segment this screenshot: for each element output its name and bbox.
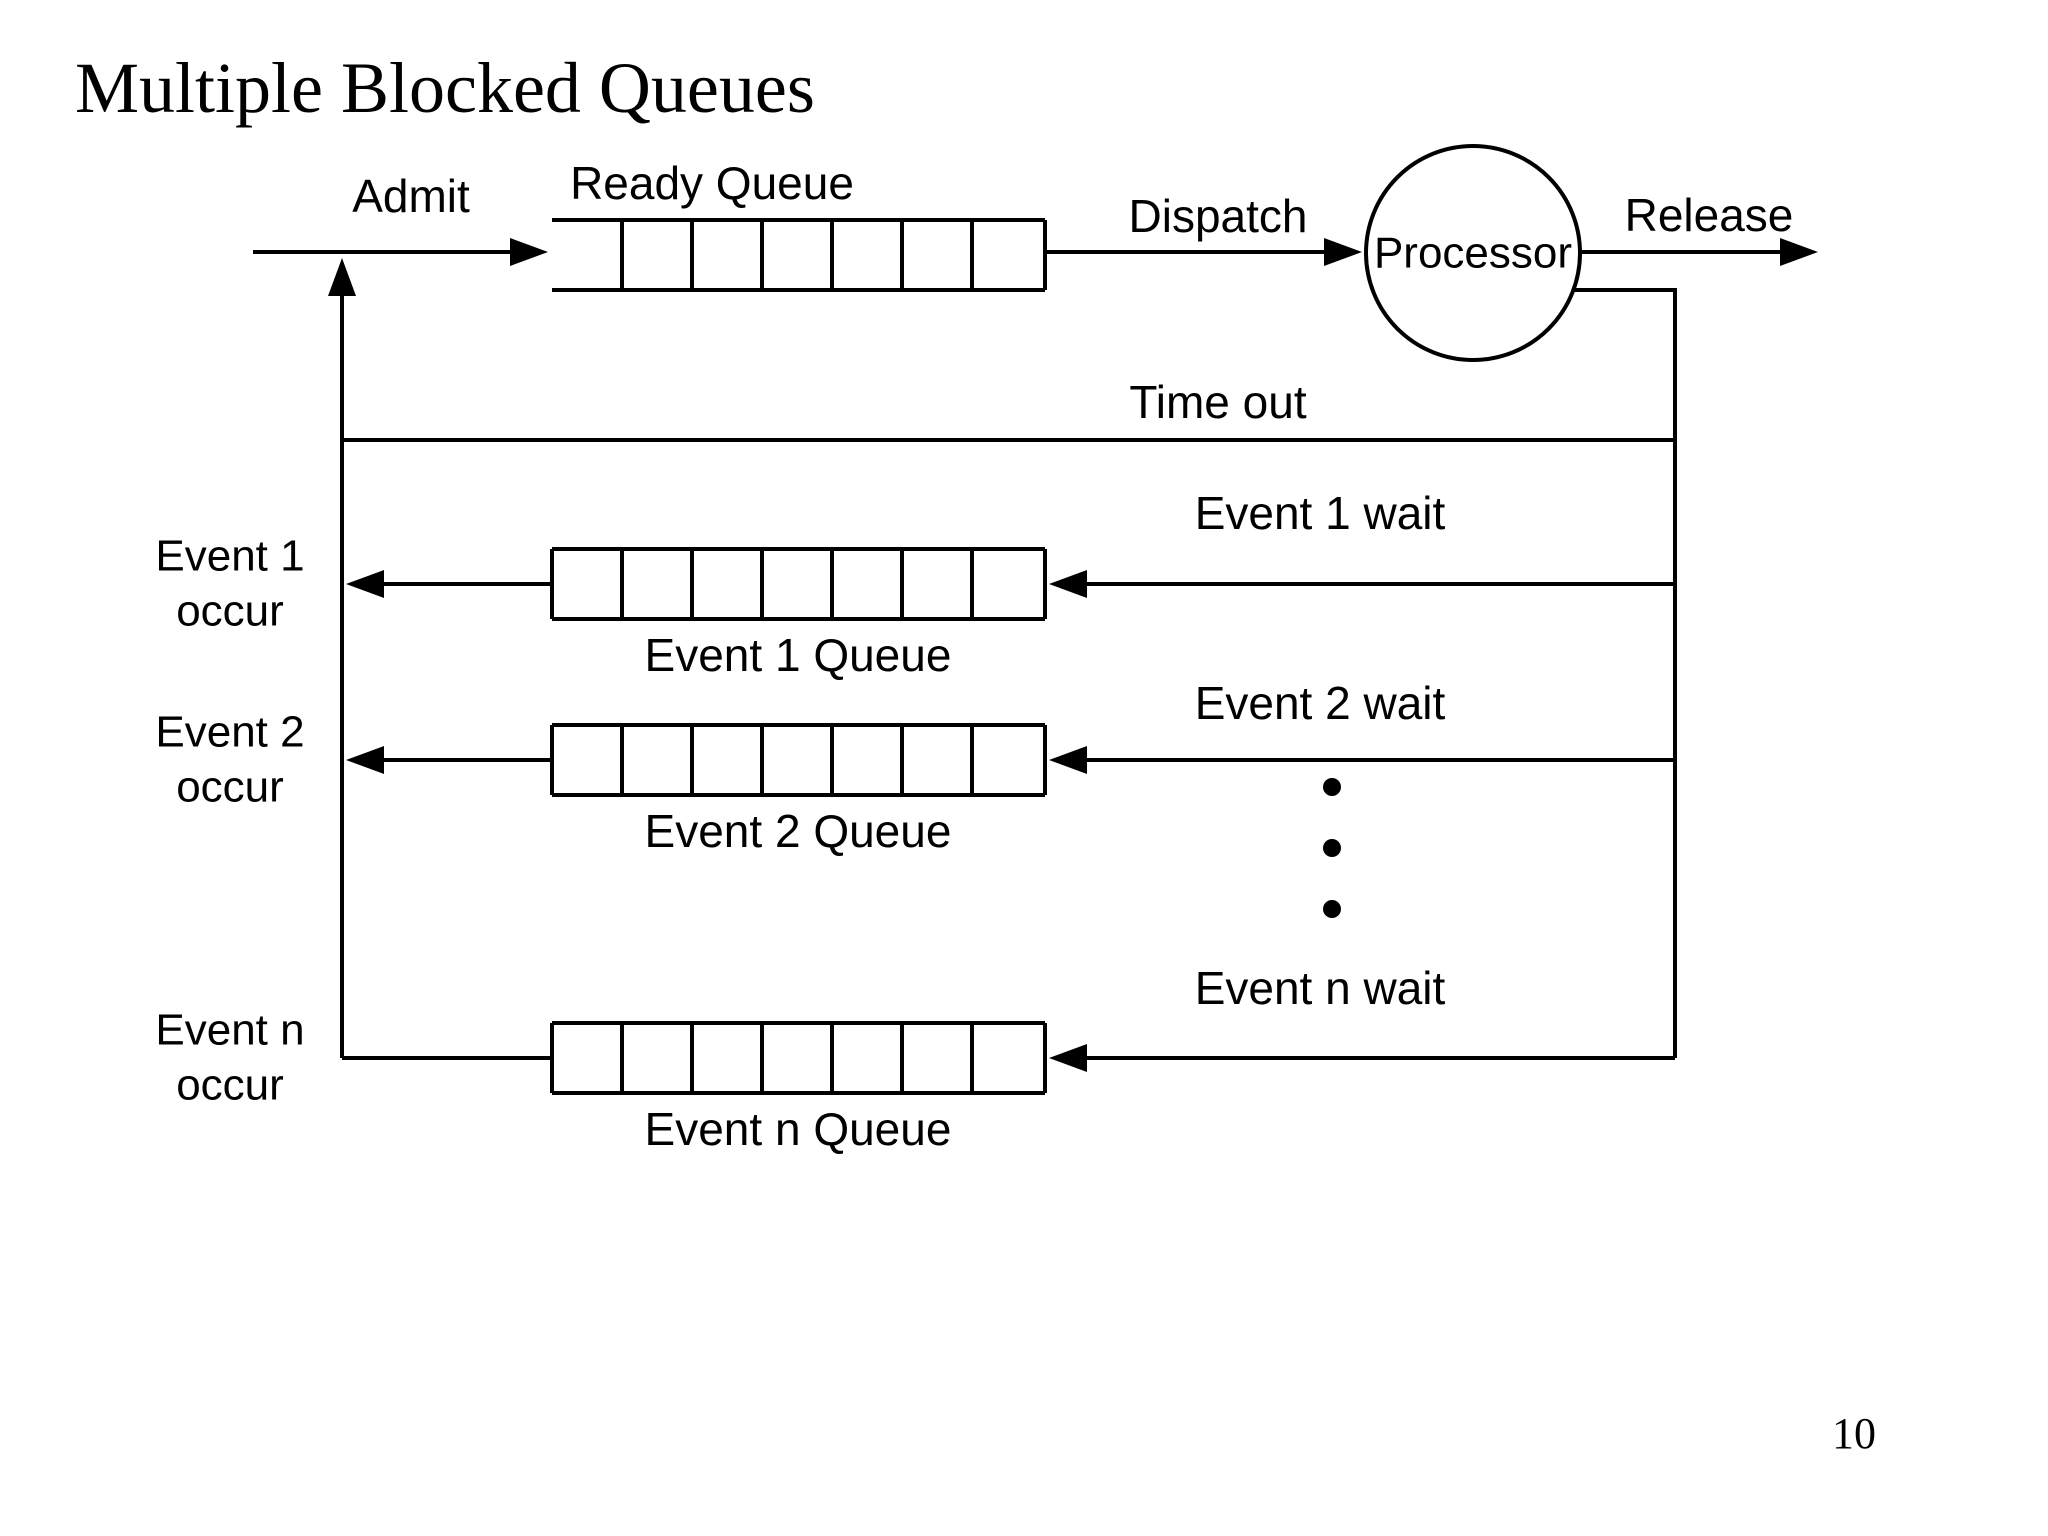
page-title: Multiple Blocked Queues bbox=[75, 48, 815, 128]
event-1-occur-label-line2: occur bbox=[176, 587, 284, 636]
admit-arrow bbox=[253, 238, 548, 266]
event-1-queue-label: Event 1 Queue bbox=[645, 629, 952, 681]
event-2-wait-arrowhead-icon bbox=[1049, 746, 1087, 774]
timeout-label: Time out bbox=[1129, 376, 1306, 428]
event-1-wait-label: Event 1 wait bbox=[1195, 487, 1446, 539]
dispatch-arrowhead-icon bbox=[1324, 238, 1362, 266]
ready-queue-label: Ready Queue bbox=[570, 157, 854, 209]
admit-label: Admit bbox=[352, 170, 470, 222]
release-label: Release bbox=[1625, 189, 1794, 241]
event-1-occur-arrowhead-icon bbox=[346, 570, 384, 598]
event-2-occur-arrow bbox=[346, 746, 552, 774]
event-1-wait-arrow bbox=[1049, 570, 1675, 598]
event-1-wait-arrowhead-icon bbox=[1049, 570, 1087, 598]
event-2-occur-label-line2: occur bbox=[176, 763, 284, 812]
event-n-queue-box bbox=[552, 1023, 1045, 1093]
event-n-occur-label-line2: occur bbox=[176, 1061, 284, 1110]
event-2-wait-label: Event 2 wait bbox=[1195, 677, 1446, 729]
event-n-occur-label-line1: Event n bbox=[155, 1006, 304, 1055]
return-arrowhead-icon bbox=[328, 258, 356, 296]
ellipsis-dots-icon bbox=[1323, 778, 1341, 918]
event-1-queue-box bbox=[552, 549, 1045, 619]
event-n-wait-arrowhead-icon bbox=[1049, 1044, 1087, 1072]
event-2-occur-label-line1: Event 2 bbox=[155, 708, 304, 757]
dispatch-arrow bbox=[1045, 238, 1362, 266]
admit-arrowhead-icon bbox=[510, 238, 548, 266]
processor-label: Processor bbox=[1374, 229, 1572, 278]
page-number: 10 bbox=[1832, 1409, 1876, 1458]
event-2-wait-arrow bbox=[1049, 746, 1675, 774]
event-2-queue-label: Event 2 Queue bbox=[645, 805, 952, 857]
event-n-wait-arrow bbox=[1049, 1044, 1675, 1072]
event-n-queue-label: Event n Queue bbox=[645, 1103, 952, 1155]
return-line bbox=[328, 258, 356, 1058]
processor-feedback-trunk-line bbox=[1575, 288, 1677, 1058]
event-1-occur-label-line1: Event 1 bbox=[155, 532, 304, 581]
release-arrowhead-icon bbox=[1780, 238, 1818, 266]
event-n-wait-label: Event n wait bbox=[1195, 962, 1446, 1014]
ready-queue-box bbox=[550, 218, 1047, 292]
release-arrow bbox=[1580, 238, 1818, 266]
dispatch-label: Dispatch bbox=[1129, 190, 1308, 242]
event-1-occur-arrow bbox=[346, 570, 552, 598]
event-2-occur-arrowhead-icon bbox=[346, 746, 384, 774]
event-2-queue-box bbox=[552, 725, 1045, 795]
